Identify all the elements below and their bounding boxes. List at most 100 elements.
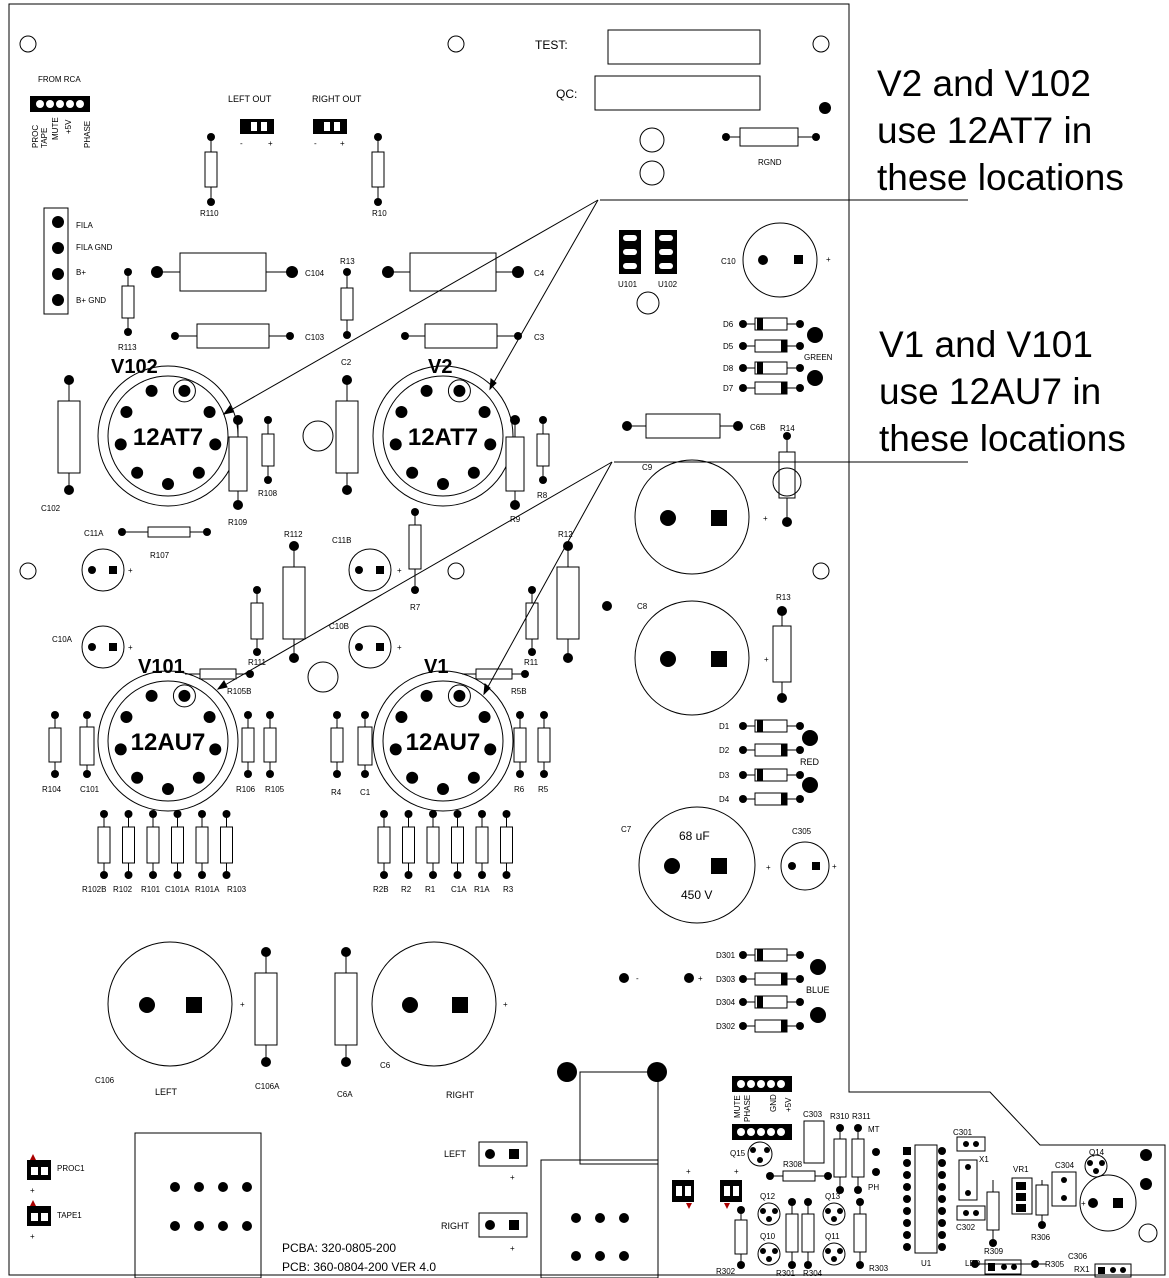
svg-text:V1 and V101: V1 and V101 bbox=[879, 324, 1093, 365]
svg-text:R104: R104 bbox=[42, 785, 62, 794]
svg-text:+: + bbox=[30, 1186, 35, 1195]
svg-text:C11B: C11B bbox=[332, 536, 351, 545]
svg-text:C10: C10 bbox=[721, 257, 736, 266]
svg-text:C6A: C6A bbox=[337, 1090, 353, 1099]
svg-text:+: + bbox=[510, 1244, 515, 1253]
svg-text:R2: R2 bbox=[401, 885, 412, 894]
mounting-holes bbox=[19, 35, 1158, 1243]
svg-text:Q13: Q13 bbox=[825, 1192, 841, 1201]
svg-text:C102: C102 bbox=[41, 504, 61, 513]
part-r102b: R102B bbox=[82, 810, 111, 894]
svg-text:TAPE: TAPE bbox=[40, 128, 49, 148]
svg-text:D4: D4 bbox=[719, 795, 730, 804]
svg-text:+: + bbox=[764, 655, 769, 664]
svg-text:R304: R304 bbox=[803, 1269, 823, 1278]
svg-text:-: - bbox=[636, 974, 639, 983]
part-c1a: C1A bbox=[451, 810, 467, 894]
svg-text:R4: R4 bbox=[331, 788, 342, 797]
part-c101: C101 bbox=[79, 711, 100, 794]
svg-text:+5V: +5V bbox=[784, 1097, 793, 1112]
qc-box bbox=[594, 75, 761, 111]
part-c1: C1 bbox=[357, 711, 373, 797]
svg-text:C303: C303 bbox=[803, 1110, 823, 1119]
svg-text:Q10: Q10 bbox=[760, 1232, 776, 1241]
tube-ref-v101: V101 bbox=[138, 656, 185, 678]
part-r104: R104 bbox=[42, 711, 62, 794]
svg-text:PHASE: PHASE bbox=[743, 1095, 752, 1122]
svg-text:C106: C106 bbox=[95, 1076, 115, 1085]
svg-text:U1: U1 bbox=[921, 1259, 932, 1268]
part-r101a: R101A bbox=[195, 810, 220, 894]
svg-text:C304: C304 bbox=[1055, 1161, 1075, 1170]
right-out-label: RIGHT OUT bbox=[312, 94, 362, 104]
right-channel-label: RIGHT bbox=[446, 1090, 475, 1100]
svg-text:B+ GND: B+ GND bbox=[76, 296, 106, 305]
svg-text:+: + bbox=[503, 1000, 508, 1009]
part-r6: R6 bbox=[513, 711, 527, 794]
svg-text:R101A: R101A bbox=[195, 885, 220, 894]
svg-text:C9: C9 bbox=[642, 463, 653, 472]
svg-text:C302: C302 bbox=[956, 1223, 976, 1232]
svg-text:D1: D1 bbox=[719, 722, 730, 731]
part-r103: R103 bbox=[220, 810, 247, 894]
svg-text:R107: R107 bbox=[150, 551, 170, 560]
svg-text:C8: C8 bbox=[637, 602, 648, 611]
part-r106: R106 bbox=[236, 711, 256, 794]
part-r102: R102 bbox=[113, 810, 135, 894]
svg-text:V2 and V102: V2 and V102 bbox=[877, 63, 1091, 104]
left-channel-label: LEFT bbox=[155, 1087, 178, 1097]
part-r4: R4 bbox=[330, 711, 344, 797]
jack-right-label: RIGHT bbox=[441, 1221, 470, 1231]
svg-text:C306: C306 bbox=[1068, 1252, 1088, 1261]
svg-text:C101A: C101A bbox=[165, 885, 190, 894]
svg-text:B+: B+ bbox=[76, 268, 86, 277]
pcba-number: PCBA: 320-0805-200 bbox=[282, 1241, 396, 1255]
board-outline bbox=[8, 3, 1166, 1276]
svg-text:+: + bbox=[30, 1232, 35, 1241]
red-label: RED bbox=[800, 757, 820, 767]
svg-text:RX1: RX1 bbox=[1074, 1265, 1090, 1274]
tube-type-v1: 12AU7 bbox=[406, 729, 481, 756]
svg-text:MUTE: MUTE bbox=[51, 117, 60, 140]
svg-text:+: + bbox=[397, 566, 402, 575]
svg-text:R112: R112 bbox=[284, 530, 303, 539]
svg-text:R1A: R1A bbox=[474, 885, 490, 894]
svg-text:U101: U101 bbox=[618, 280, 638, 289]
svg-text:+: + bbox=[1081, 1199, 1086, 1208]
svg-text:+: + bbox=[128, 643, 133, 652]
svg-text:R3: R3 bbox=[503, 885, 514, 894]
svg-text:these locations: these locations bbox=[879, 418, 1126, 459]
svg-text:R5: R5 bbox=[538, 785, 549, 794]
svg-text:R309: R309 bbox=[984, 1247, 1004, 1256]
svg-text:R301: R301 bbox=[776, 1269, 796, 1278]
svg-text:C305: C305 bbox=[792, 827, 812, 836]
svg-text:C3: C3 bbox=[534, 333, 545, 342]
svg-text:use 12AT7 in: use 12AT7 in bbox=[877, 110, 1092, 151]
svg-text:-: - bbox=[314, 139, 317, 148]
svg-text:+: + bbox=[734, 1167, 739, 1176]
power-header bbox=[43, 207, 69, 315]
left-out-label: LEFT OUT bbox=[228, 94, 272, 104]
svg-text:R2B: R2B bbox=[373, 885, 389, 894]
svg-text:MUTE: MUTE bbox=[733, 1095, 742, 1118]
svg-text:C2: C2 bbox=[341, 358, 352, 367]
svg-text:+: + bbox=[510, 1173, 515, 1182]
svg-text:Q15: Q15 bbox=[730, 1149, 746, 1158]
svg-text:C7: C7 bbox=[621, 825, 632, 834]
c7-value: 68 uF bbox=[679, 829, 710, 843]
tube-ref-v1: V1 bbox=[424, 656, 448, 678]
svg-text:these locations: these locations bbox=[877, 157, 1124, 198]
svg-text:Q11: Q11 bbox=[825, 1232, 840, 1241]
svg-text:D3: D3 bbox=[719, 771, 730, 780]
svg-text:C6B: C6B bbox=[750, 423, 766, 432]
part-r105: R105 bbox=[263, 711, 285, 794]
svg-text:PHASE: PHASE bbox=[83, 121, 92, 148]
svg-text:+: + bbox=[340, 139, 345, 148]
svg-text:R7: R7 bbox=[410, 603, 421, 612]
c7-voltage: 450 V bbox=[681, 888, 712, 902]
tube-type-v102: 12AT7 bbox=[133, 424, 203, 451]
svg-text:R11: R11 bbox=[524, 658, 539, 667]
svg-text:use 12AU7 in: use 12AU7 in bbox=[879, 371, 1101, 412]
